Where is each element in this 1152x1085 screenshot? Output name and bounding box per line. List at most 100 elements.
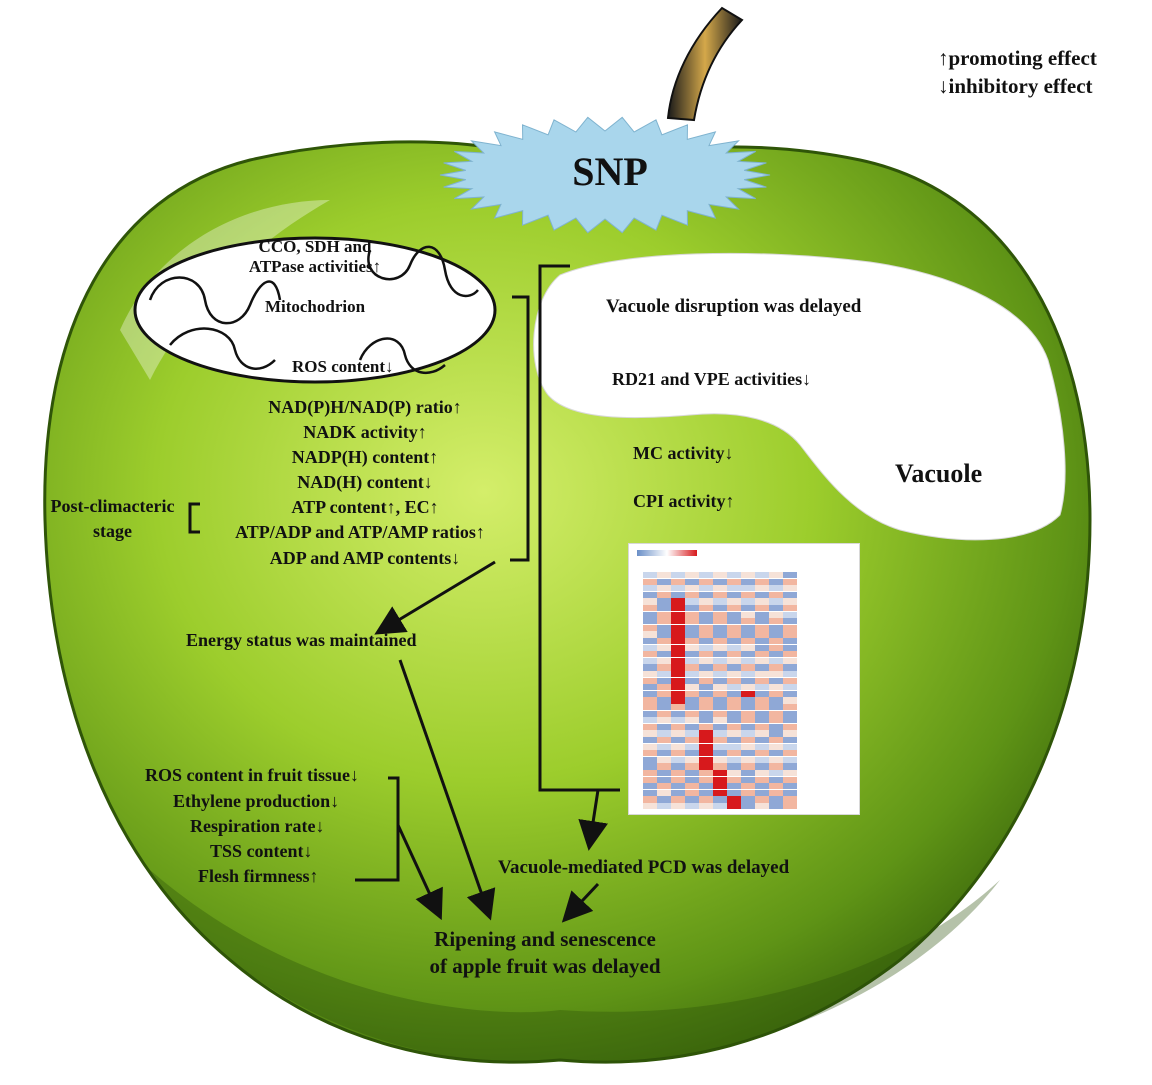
heatmap-cell [755,618,769,625]
heatmap-cell [685,677,699,684]
heatmap-cell [657,730,671,737]
heatmap-cell [741,618,755,625]
heatmap-cell [657,803,671,810]
heatmap-cell [685,605,699,612]
heatmap-cell [657,704,671,711]
heatmap-cell [741,684,755,691]
heatmap-cell [769,750,783,757]
heatmap-cell [699,763,713,770]
heatmap-cell [755,776,769,783]
heatmap-cell [741,743,755,750]
heatmap-cell [643,598,657,605]
heatmap-cell [713,690,727,697]
heatmap-image [628,543,860,815]
heatmap-cell [699,651,713,658]
heatmap-cell [713,783,727,790]
heatmap-cell [657,789,671,796]
heatmap-cell [657,605,671,612]
heatmap-cell [783,624,797,631]
heatmap-cell [713,697,727,704]
heatmap-cell [727,611,741,618]
heatmap-cell [699,803,713,810]
heatmap-cell [657,624,671,631]
fruit-item-2: Respiration rate↓ [190,816,325,836]
heatmap-cell [699,624,713,631]
heatmap-cell [769,756,783,763]
heatmap-cell [643,697,657,704]
heatmap-cell [727,605,741,612]
energy-item-3: NAD(H) content↓ [297,472,433,492]
heatmap-cell [699,671,713,678]
heatmap-cell [755,585,769,592]
heatmap-cell [671,657,685,664]
heatmap-cell [699,789,713,796]
heatmap-cell [685,578,699,585]
heatmap-cell [783,789,797,796]
heatmap-cell [657,710,671,717]
heatmap-cell [713,710,727,717]
heatmap-cell [783,618,797,625]
heatmap-cell [685,690,699,697]
heatmap-cell [699,750,713,757]
heatmap-cell [755,591,769,598]
heatmap-cell [727,631,741,638]
heatmap-cell [643,605,657,612]
heatmap-cell [713,789,727,796]
heatmap-cell [671,783,685,790]
heatmap-cell [769,598,783,605]
heatmap-cell [685,624,699,631]
heatmap-cell [713,717,727,724]
heatmap-cell [657,578,671,585]
mito-activities-line2: ATPase activities↑ [248,257,382,276]
heatmap-cell [671,644,685,651]
heatmap-cell [657,737,671,744]
heatmap-cell [755,684,769,691]
post-climacteric-line2: stage [93,521,132,541]
heatmap-cell [643,730,657,737]
heatmap-cell [769,684,783,691]
energy-item-6: ADP and AMP contents↓ [269,548,461,568]
heatmap-cell [727,624,741,631]
heatmap-cell [755,572,769,579]
apple-bottom-shadow [150,870,1000,1063]
heatmap-cell [685,704,699,711]
mito-label: Mitochodrion [264,297,366,316]
heatmap-cell [783,631,797,638]
post-climacteric-line1: Post-climacteric [50,496,175,516]
heatmap-cell [685,770,699,777]
heatmap-cell [769,717,783,724]
heatmap-cell [727,651,741,658]
heatmap-cell [699,664,713,671]
heatmap-cell [657,697,671,704]
heatmap-cell [769,591,783,598]
heatmap-cell [699,605,713,612]
heatmap-cell [769,677,783,684]
heatmap-cell [657,756,671,763]
heatmap-cell [671,631,685,638]
heatmap-cell [671,763,685,770]
energy-item-5: ATP/ADP and ATP/AMP ratios↑ [235,522,485,542]
heatmap-cell [727,684,741,691]
heatmap-cell [643,618,657,625]
heatmap-cell [741,651,755,658]
heatmap-cell [713,730,727,737]
heatmap-cell [727,710,741,717]
heatmap-cell [769,710,783,717]
energy-item-0: NAD(P)H/NAD(P) ratio↑ [268,397,462,417]
heatmap-cell [671,624,685,631]
heatmap-cell [727,783,741,790]
heatmap-cell [699,598,713,605]
arrow-to-energy-status [374,560,496,635]
heatmap-cell [685,671,699,678]
heatmap-cell [685,651,699,658]
heatmap-cell [643,638,657,645]
heatmap-cell [685,756,699,763]
heatmap-cell [699,657,713,664]
heatmap-cell [643,631,657,638]
heatmap-cell [643,611,657,618]
heatmap-cell [769,796,783,803]
heatmap-cell [727,723,741,730]
heatmap-cell [727,763,741,770]
heatmap-cell [727,644,741,651]
heatmap-cell [657,585,671,592]
